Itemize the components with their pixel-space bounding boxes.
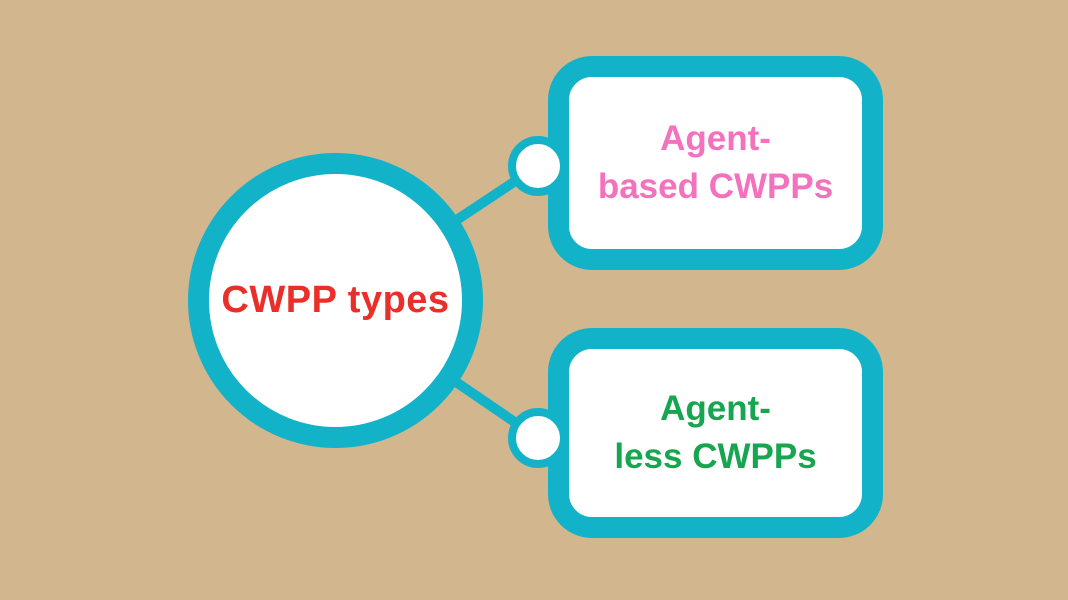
junction-dot-bottom [508,408,568,468]
node-agent-based-label-line1: Agent- [660,119,771,158]
center-node-label: CWPP types [221,279,450,321]
center-node-cwpp-types: CWPP types [188,153,483,448]
node-agent-less-label-line1: Agent- [660,389,771,428]
node-agent-less-cwpps: Agent- less CWPPs [548,328,883,538]
node-agent-based-label-line2: based CWPPs [597,167,834,206]
node-agent-less-label-line2: less CWPPs [614,437,817,476]
node-agent-based-label: Agent- based CWPPs [598,115,833,211]
node-agent-based-cwpps: Agent- based CWPPs [548,56,883,270]
junction-dot-top [508,136,568,196]
node-agent-less-label: Agent- less CWPPs [614,385,816,481]
